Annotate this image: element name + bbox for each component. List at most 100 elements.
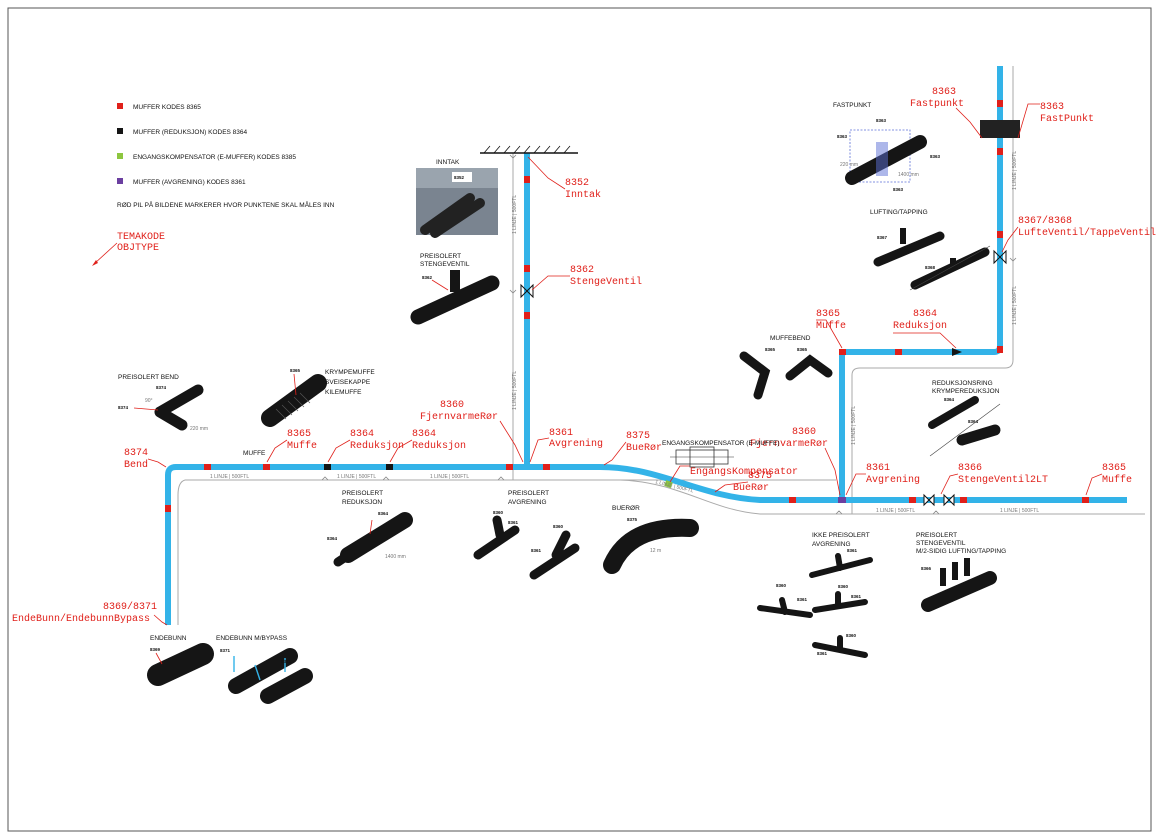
label-name: BueRør bbox=[733, 483, 769, 494]
photo-number: 8360 bbox=[846, 633, 857, 638]
label-name: Avgrening bbox=[549, 438, 603, 450]
leader-line bbox=[529, 437, 550, 463]
photo-arrow bbox=[431, 279, 449, 291]
callouts: 8352 Inntak 8362 StengeVentil 8360 Fjern… bbox=[12, 87, 1156, 626]
fastpunkt-box bbox=[849, 129, 911, 183]
photo-number: 8367 bbox=[877, 235, 888, 240]
lufting-pipe-a bbox=[873, 231, 945, 267]
photo-dim: 220 mm bbox=[840, 162, 858, 168]
leader-line bbox=[955, 107, 983, 139]
caption: KILEMUFFE bbox=[325, 389, 362, 396]
photo-number: 8352 bbox=[454, 175, 465, 180]
photo-number: 8374 bbox=[156, 385, 167, 390]
muffe-marker bbox=[895, 349, 902, 355]
photo-number: 8371 bbox=[281, 659, 292, 664]
valve-symbol bbox=[943, 493, 955, 507]
dim-text: 1 LINJE | 500FTL bbox=[430, 474, 469, 480]
photo-number: 8366 bbox=[921, 566, 932, 571]
caption: INNTAK bbox=[436, 159, 460, 166]
photo-number: 8361 bbox=[817, 651, 828, 656]
valve-symbol bbox=[520, 283, 534, 299]
caption: BUERØR bbox=[612, 505, 640, 512]
pipe-main bbox=[165, 464, 1127, 625]
photo-number: 8375 bbox=[627, 517, 638, 522]
leader-line bbox=[147, 458, 167, 468]
photo-number: 8364 bbox=[378, 511, 389, 516]
lufting-valve bbox=[900, 228, 906, 244]
muffe-photo bbox=[261, 374, 327, 427]
label-code: 8367/8368 bbox=[1018, 215, 1072, 227]
legend-item: ENGANGSKOMPENSATOR (E-MUFFER) KODES 8385 bbox=[133, 154, 296, 161]
photo-number: 8361 bbox=[531, 548, 542, 553]
leader-line bbox=[603, 441, 627, 466]
reduksjonsring-illustration: REDUKSJONSRING KRYMPEREDUKSJON 8364 8364 bbox=[928, 380, 1001, 457]
label-name: EndeBunn/EndebunnBypass bbox=[12, 613, 150, 625]
legend-note: RØD PIL PÅ BILDENE MARKERER HVOR PUNKTEN… bbox=[117, 200, 335, 209]
photo-number: 8364 bbox=[944, 397, 955, 402]
caption: ENDEBUNN bbox=[150, 635, 187, 642]
reduksjon-illustration: PREISOLERT REDUKSJON 8364 8364 1400 mm bbox=[327, 490, 413, 567]
endebunn-illustration: ENDEBUNN 8369 bbox=[147, 635, 214, 686]
valve-symbol bbox=[993, 249, 1007, 265]
tapping-valve bbox=[950, 258, 956, 270]
photo-arrow bbox=[155, 652, 163, 665]
dim-text: 1 LINJE | 500FTL bbox=[337, 474, 376, 480]
photo-pipes bbox=[420, 193, 485, 238]
label-code: 8363 bbox=[932, 87, 956, 98]
muffe-ribs bbox=[275, 392, 311, 420]
muffe-marker bbox=[1082, 497, 1089, 503]
legend-item: MUFFER (AVGRENING) KODES 8361 bbox=[133, 179, 246, 186]
label-code: 8365 bbox=[1102, 463, 1126, 474]
legend-item: MUFFER KODES 8365 bbox=[133, 104, 201, 111]
leader-line bbox=[389, 439, 413, 463]
caption: SVEISEKAPPE bbox=[325, 379, 371, 386]
leader-line bbox=[893, 332, 957, 349]
ventil-stem bbox=[964, 558, 970, 576]
bue-photo bbox=[603, 518, 699, 574]
legend-swatch-purple bbox=[117, 178, 123, 184]
label-code: 8352 bbox=[565, 178, 589, 189]
stengeventil-lufting-illustration: PREISOLERT STENGEVENTIL M/2-SIDIG LUFTIN… bbox=[916, 532, 1006, 612]
label-code: 8375 bbox=[748, 471, 772, 482]
photo-number: 8363 bbox=[837, 134, 848, 139]
photo-number: 8368 bbox=[925, 265, 936, 270]
caption: KRYMPEREDUKSJON bbox=[932, 388, 1000, 395]
reduksjon-small-end bbox=[333, 549, 355, 567]
photo-tag bbox=[452, 172, 472, 182]
photo-number: 8365 bbox=[765, 347, 776, 352]
photo-arrow bbox=[369, 519, 373, 535]
endebunn-photo bbox=[147, 643, 214, 686]
leader-line bbox=[714, 481, 749, 493]
caption: STENGEVENTIL bbox=[916, 540, 966, 547]
dim-text: 1 LINJE | 500FTL bbox=[1012, 286, 1018, 325]
photo-number: 8371 bbox=[220, 648, 231, 653]
lufting-illustration: LUFTING/TAPPING 8367 8368 bbox=[870, 209, 991, 291]
leader-line bbox=[816, 319, 843, 349]
legend-swatch-red bbox=[117, 103, 123, 109]
caption: AVGRENING bbox=[812, 541, 851, 548]
leader-line bbox=[824, 447, 841, 496]
ref-line-left bbox=[177, 479, 186, 625]
label-code: 8366 bbox=[958, 463, 982, 474]
label-name: FjernvarmeRør bbox=[750, 438, 828, 450]
muffe-marker bbox=[524, 312, 530, 319]
label-name: Reduksjon bbox=[893, 320, 947, 332]
label-name: Bend bbox=[124, 459, 148, 471]
dim-text: 1 LINJE | 500FTL bbox=[512, 371, 518, 410]
caption: LUFTING/TAPPING bbox=[870, 209, 928, 216]
photo-number: 8365 bbox=[290, 368, 301, 373]
caption: MUFFEBEND bbox=[770, 335, 811, 342]
valve-stem bbox=[450, 270, 460, 292]
caption: PREISOLERT bbox=[420, 253, 461, 260]
avgrening-photo-a bbox=[473, 515, 520, 560]
muffe-marker bbox=[263, 464, 270, 470]
avgrening-illustration: PREISOLERT AVGRENING 8360 8361 8360 8361 bbox=[473, 490, 580, 580]
temakode-key: TEMAKODE OBJTYPE bbox=[92, 232, 165, 266]
photo-number: 8363 bbox=[876, 118, 887, 123]
ikke-photo-d bbox=[812, 635, 868, 658]
kompensator-illustration: ENGANGSKOMPENSATOR (E-MUFFE) bbox=[662, 440, 780, 468]
caption: ENGANGSKOMPENSATOR (E-MUFFE) bbox=[662, 440, 780, 447]
muffe-marker bbox=[204, 464, 211, 470]
bypass-lines bbox=[233, 656, 286, 681]
leader-line bbox=[1017, 103, 1040, 139]
